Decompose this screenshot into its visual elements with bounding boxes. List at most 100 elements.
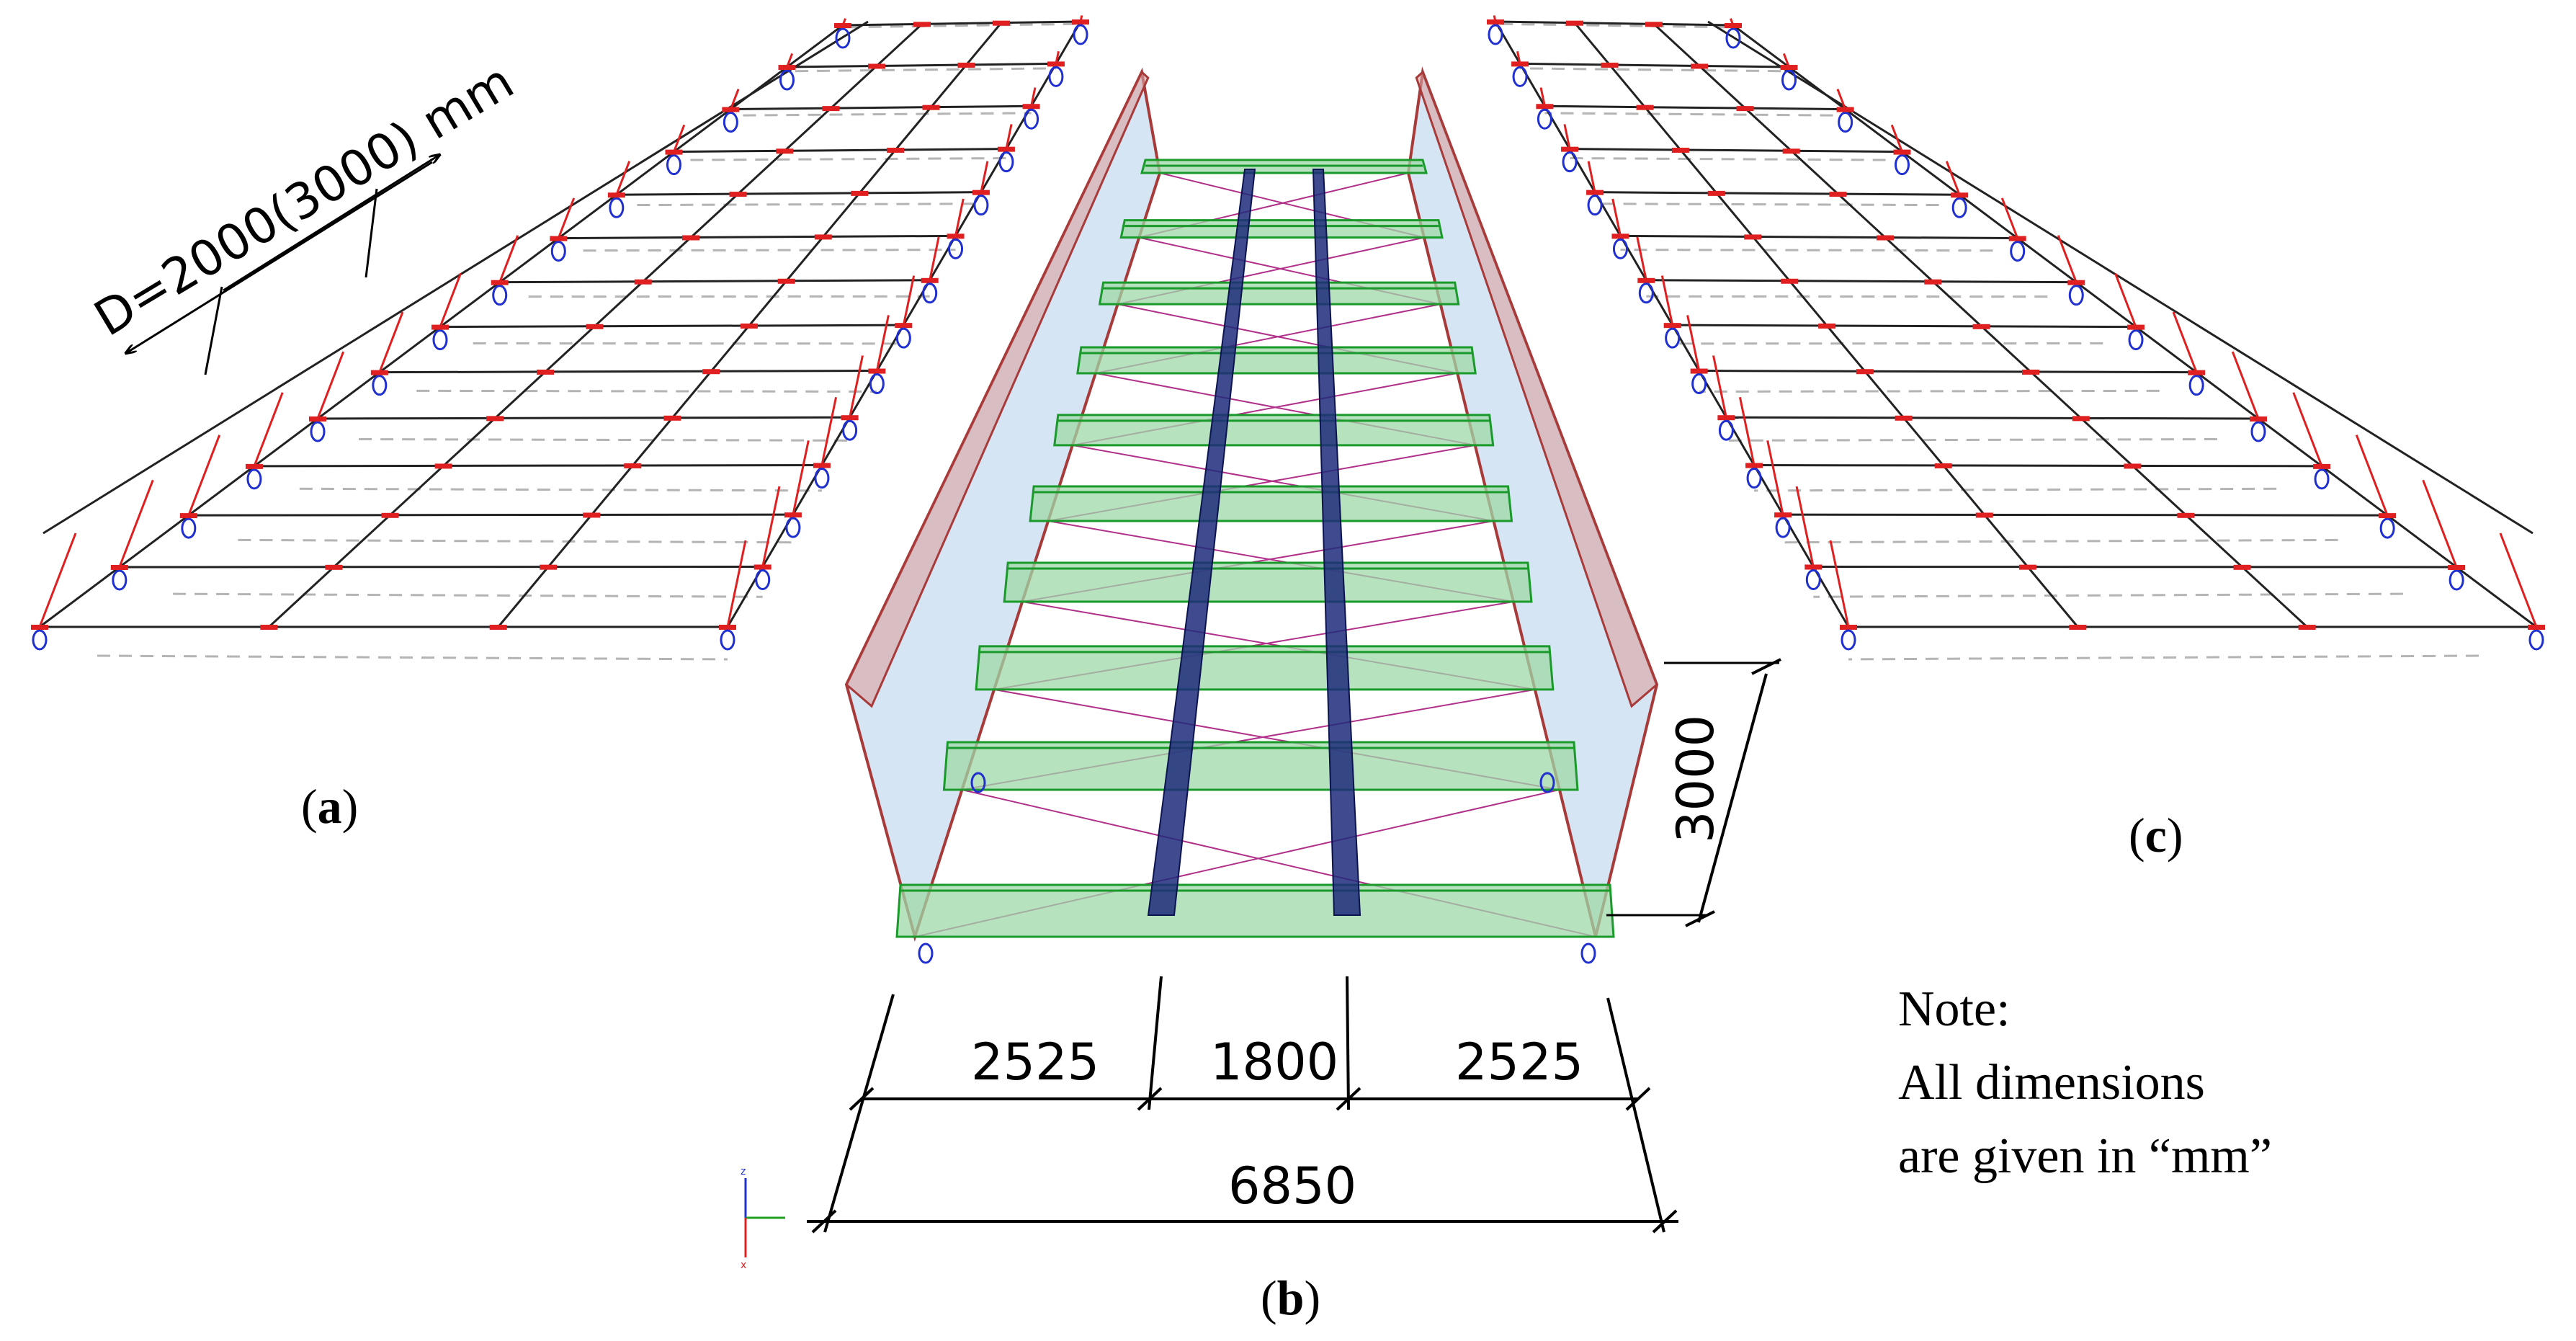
- support-ring: [2250, 421, 2266, 442]
- support-ring: [1725, 27, 1741, 49]
- ext-line-2: [1148, 976, 1163, 1110]
- red-node: [1586, 190, 1604, 195]
- red-post: [439, 272, 462, 328]
- height-tick-top: [1751, 658, 1781, 675]
- red-node: [1736, 106, 1754, 112]
- red-node: [834, 23, 851, 28]
- support-ring: [835, 27, 851, 49]
- support-ring: [1562, 151, 1578, 173]
- red-post: [2292, 392, 2323, 467]
- dashed-chord: [1570, 157, 1886, 161]
- panel-label-c-close: ): [2166, 808, 2183, 863]
- transverse-wire: [1570, 148, 1902, 153]
- support-ring: [2010, 241, 2026, 262]
- red-post: [38, 533, 77, 628]
- support-ring: [32, 629, 48, 651]
- bearing-support: [1580, 943, 1596, 964]
- red-post: [1712, 355, 1727, 418]
- red-node: [1876, 235, 1894, 241]
- red-node: [784, 512, 802, 518]
- red-node: [1804, 564, 1823, 570]
- red-node: [702, 369, 720, 375]
- height-tick-bottom: [1685, 910, 1715, 927]
- transverse-wire: [254, 464, 822, 468]
- transverse-wire: [499, 279, 930, 284]
- red-node: [1745, 463, 1763, 468]
- red-node: [245, 463, 263, 469]
- red-node: [997, 146, 1015, 152]
- support-ring: [1841, 629, 1856, 651]
- support-ring: [310, 421, 326, 442]
- red-node: [851, 190, 869, 196]
- red-node: [624, 463, 642, 468]
- support-ring: [2068, 285, 2084, 306]
- red-node: [1744, 234, 1762, 240]
- transverse-wire: [1783, 513, 2388, 517]
- red-post: [1766, 440, 1784, 515]
- red-node: [370, 370, 388, 375]
- ext-line-3: [1346, 976, 1350, 1110]
- red-node: [1717, 415, 1735, 421]
- support-ring: [1665, 327, 1681, 349]
- dashed-chord: [583, 249, 956, 252]
- wireframe-model-c: [1487, 15, 2545, 661]
- support-ring: [720, 629, 735, 651]
- red-post: [1587, 161, 1596, 192]
- note-box: Note: All dimensions are given in “mm”: [1898, 973, 2272, 1193]
- support-ring: [1895, 154, 1910, 176]
- red-post: [1945, 161, 1961, 195]
- red-node: [1972, 324, 1990, 329]
- support-ring: [1024, 108, 1039, 130]
- dashed-chord: [743, 112, 1032, 117]
- support-ring: [372, 375, 388, 396]
- red-node: [921, 277, 939, 283]
- support-ring: [755, 569, 771, 590]
- red-node: [777, 278, 795, 284]
- bearing-support: [918, 943, 934, 964]
- red-post: [2422, 479, 2458, 568]
- middle-dimension: 1800: [1210, 1033, 1338, 1092]
- red-node: [867, 63, 885, 69]
- dashed-chord: [1813, 592, 2403, 598]
- red-post: [1636, 236, 1647, 281]
- dashed-chord: [1754, 487, 2277, 492]
- transverse-wire: [1544, 104, 1846, 111]
- red-post: [673, 124, 686, 153]
- dashed-chord: [1495, 22, 1730, 29]
- support-ring: [948, 238, 964, 259]
- red-node: [31, 625, 48, 630]
- left-wall-flange: [845, 70, 1150, 708]
- red-node: [2067, 280, 2085, 285]
- z-axis-label: z: [741, 1166, 746, 1177]
- support-ring: [181, 517, 197, 539]
- x-axis-label: x: [741, 1260, 746, 1271]
- red-node: [2018, 564, 2036, 570]
- cross-beam: [1119, 219, 1444, 239]
- longitudinal-girder: [1147, 169, 1256, 916]
- red-post: [2057, 235, 2078, 283]
- transverse-wire: [730, 104, 1032, 111]
- support-ring: [2314, 468, 2330, 490]
- red-node: [2069, 625, 2087, 630]
- red-node: [1671, 147, 1689, 153]
- red-node: [822, 106, 840, 112]
- red-node: [583, 512, 601, 518]
- red-node: [2379, 513, 2397, 519]
- top-chord: [1707, 20, 2533, 535]
- red-node: [1611, 233, 1629, 239]
- dashed-chord: [846, 22, 1081, 29]
- red-post: [849, 355, 864, 418]
- height-dimension: 3000: [1666, 715, 1725, 843]
- red-node: [1707, 190, 1725, 196]
- dim-row-1-tick-b: [1137, 1087, 1163, 1111]
- red-node: [1645, 22, 1663, 27]
- red-node: [540, 564, 558, 570]
- red-node: [895, 323, 913, 329]
- red-node: [813, 463, 831, 468]
- red-post: [615, 161, 631, 195]
- dim-row-2-tick-a: [811, 1209, 837, 1234]
- red-node: [2177, 512, 2195, 518]
- red-post: [792, 440, 810, 515]
- support-ring: [666, 154, 681, 176]
